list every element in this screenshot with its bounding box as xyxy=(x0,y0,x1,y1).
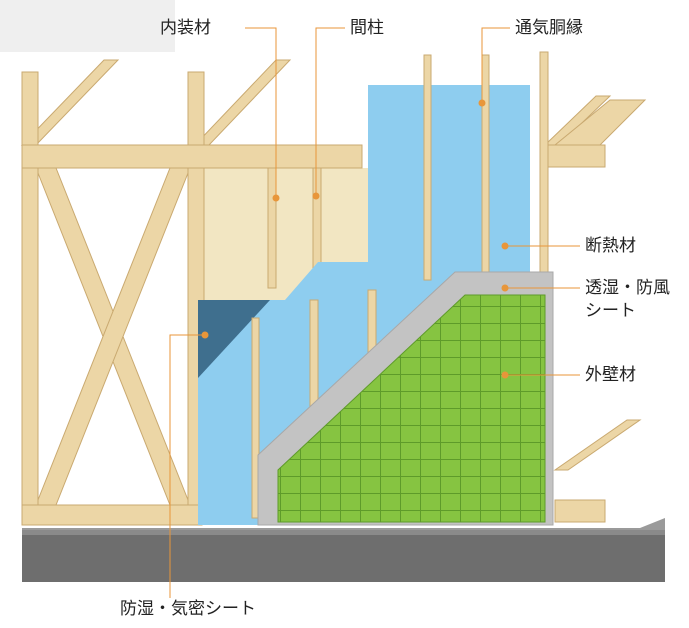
timber-frame xyxy=(20,51,647,526)
label-breather-line1: 透湿・防風 xyxy=(585,278,670,298)
leader-dots xyxy=(201,99,509,379)
label-vapor-barrier: 防湿・気密シート xyxy=(120,599,256,619)
label-furring: 通気胴縁 xyxy=(515,18,583,38)
label-stud: 間柱 xyxy=(350,18,384,38)
leader-lines xyxy=(169,27,580,598)
label-insulation: 断熱材 xyxy=(585,236,636,256)
label-siding: 外壁材 xyxy=(585,365,636,385)
background-panel xyxy=(0,0,175,52)
siding-panel xyxy=(277,294,546,523)
insulation-panel xyxy=(198,85,530,525)
furring-strips xyxy=(251,54,490,519)
label-interior: 内装材 xyxy=(160,18,211,38)
foundation xyxy=(22,518,665,582)
label-breather-line2: シート xyxy=(585,301,636,321)
